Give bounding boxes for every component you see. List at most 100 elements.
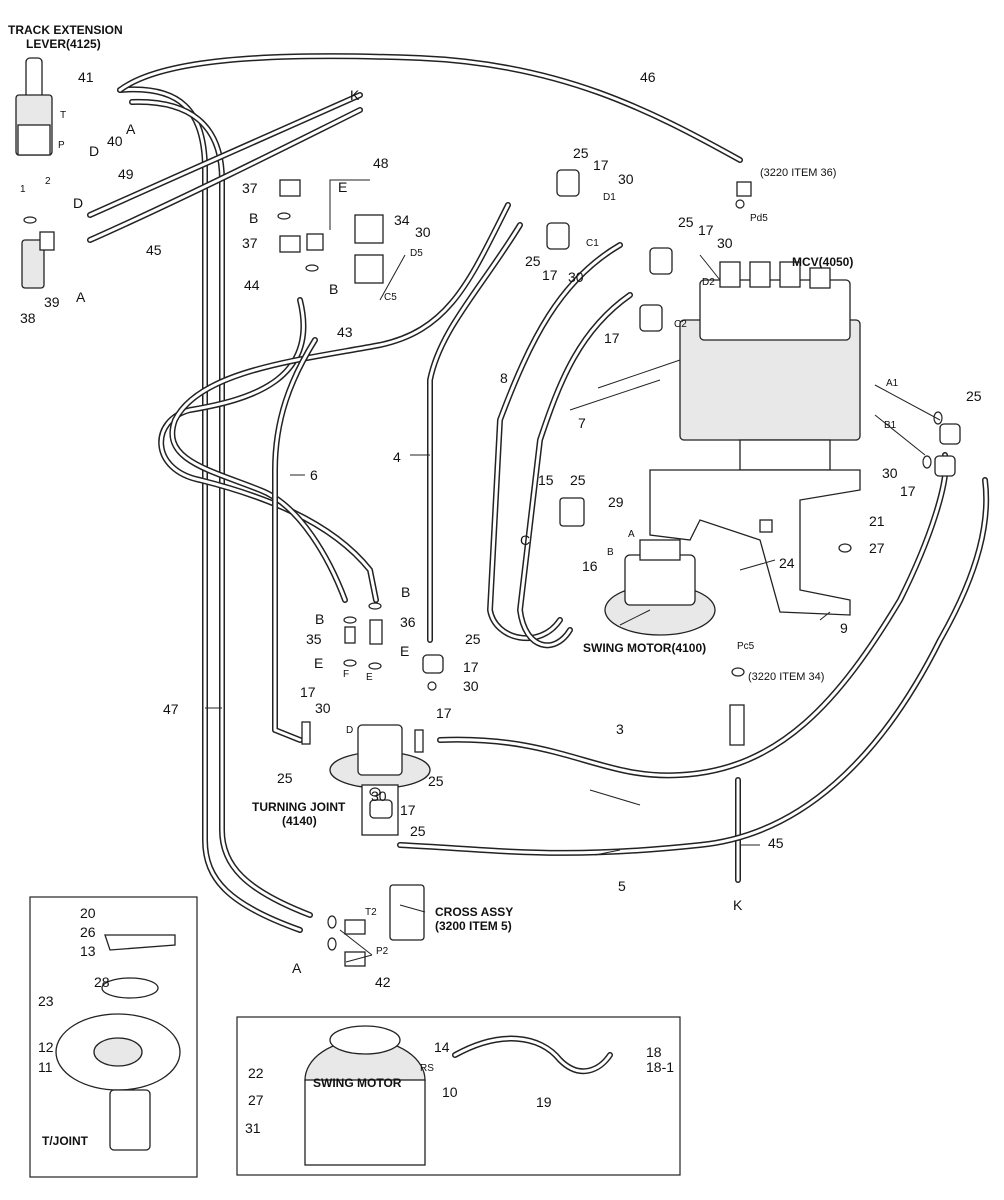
hoses-7-8 [487,242,633,649]
port-E: E [366,672,373,683]
callout-18: 18 [646,1044,662,1060]
mcv-title: MCV(4050) [792,255,853,269]
callout-5: 5 [618,878,626,894]
callout-B-3: B [401,584,410,600]
callout-44: 44 [244,277,260,293]
hoses-3-5 [397,452,990,856]
cross-assy-title: CROSS ASSY [435,905,513,919]
cross-assy-title-2: (3200 ITEM 5) [435,919,512,933]
callout-25-d: 25 [966,388,982,404]
track-lever-title-2: LEVER(4125) [26,37,101,51]
callout-23: 23 [38,993,54,1009]
port-Pd5: Pd5 [750,213,768,224]
callout-30-f: 30 [463,678,479,694]
callout-17-a: 17 [593,157,609,173]
port-P: P [58,140,65,151]
callout-47: 47 [163,701,179,717]
callout-18-1: 18-1 [646,1059,674,1075]
callout-A-3: A [292,960,302,976]
callout-B-1: B [249,210,258,226]
port-1: 1 [20,184,26,195]
callout-34: 34 [394,212,410,228]
callout-20: 20 [80,905,96,921]
hoses-43-44 [158,202,511,603]
track-lever-title: TRACK EXTENSION [8,23,123,37]
port-D2: D2 [702,277,715,288]
callout-25-c: 25 [525,253,541,269]
o-rings [23,199,943,951]
swing-motor-inset-title: SWING MOTOR [313,1076,402,1090]
callout-25-h: 25 [428,773,444,789]
callout-36: 36 [400,614,416,630]
swing-motor [604,539,716,636]
turning-joint-title-2: (4140) [282,814,317,828]
callout-27-a: 27 [869,540,885,556]
callout-21: 21 [869,513,885,529]
flange-fittings [279,169,961,819]
hose-46 [117,53,743,163]
callout-37-b: 37 [242,235,258,251]
callout-17-h: 17 [436,705,452,721]
callout-11: 11 [38,1059,53,1075]
hose-6 [272,337,318,743]
port-2: 2 [45,176,51,187]
port-D: D [346,725,353,736]
callout-46: 46 [640,69,656,85]
callout-25-a: 25 [573,145,589,161]
callout-41: 41 [78,69,94,85]
inset-swing-motor [236,1016,681,1176]
callout-12: 12 [38,1039,54,1055]
callout-10: 10 [442,1084,458,1100]
ref-mid: (3220 ITEM 34) [748,671,824,683]
ref-top: (3220 ITEM 36) [760,167,836,179]
callout-30-h: 30 [371,788,387,804]
callout-A-2: A [76,289,86,305]
callout-14: 14 [434,1039,450,1055]
callout-37-a: 37 [242,180,258,196]
callout-48: 48 [373,155,389,171]
cross-assy [344,884,425,967]
callout-E-2: E [314,655,323,671]
swing-motor-title: SWING MOTOR(4100) [583,641,706,655]
callout-43: 43 [337,324,353,340]
callout-17-d: 17 [604,330,620,346]
track-extension-lever [15,57,53,156]
callout-24: 24 [779,555,795,571]
mcv-valve-block [679,261,861,471]
callouts: 41 40 A D 49 D 45 38 39 A 46 K 48 37 E B… [20,69,982,1136]
port-C2: C2 [674,319,687,330]
callout-30-c: 30 [717,235,733,251]
callout-13: 13 [80,943,96,959]
callout-39: 39 [44,294,60,310]
callout-29: 29 [608,494,624,510]
callout-19: 19 [536,1094,552,1110]
callout-28: 28 [94,974,110,990]
callout-K-2: K [733,897,743,913]
callout-25-i: 25 [410,823,426,839]
callout-17-b: 17 [698,222,714,238]
callout-D-2: D [73,195,83,211]
callout-30-a: 30 [415,224,431,240]
callout-25-f: 25 [465,631,481,647]
callout-17-i: 17 [400,802,416,818]
callout-E-1: E [338,179,347,195]
callout-26: 26 [80,924,96,940]
callout-31: 31 [245,1120,261,1136]
callout-B-4: B [315,611,324,627]
callout-16: 16 [582,558,598,574]
port-C5: C5 [384,292,397,303]
inset-tjoint [29,896,198,1178]
callout-35: 35 [306,631,322,647]
callout-27-b: 27 [248,1092,264,1108]
callout-D-1: D [89,143,99,159]
hose-4 [427,222,523,643]
callout-30-b: 30 [618,171,634,187]
callout-7: 7 [578,415,586,431]
callout-30-g: 30 [315,700,331,716]
callout-22: 22 [248,1065,264,1081]
callout-42: 42 [375,974,391,990]
port-A: A [628,529,635,540]
port-D5: D5 [410,248,423,259]
turning-joint-title: TURNING JOINT [252,800,346,814]
